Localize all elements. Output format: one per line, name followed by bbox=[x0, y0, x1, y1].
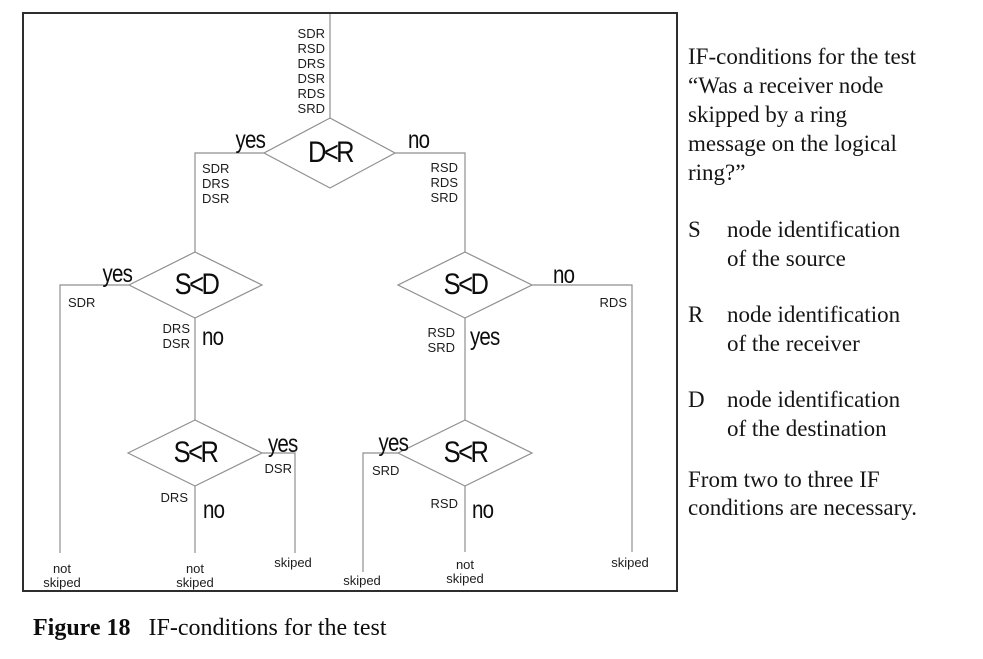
branch-right-sr-no-label: no bbox=[472, 496, 494, 524]
left-sr-yes-option: DSR bbox=[264, 461, 292, 476]
figure-caption-text: IF-conditions for the test bbox=[148, 615, 387, 641]
branch-root-yes-label: yes bbox=[235, 126, 266, 154]
figure-border-box bbox=[22, 12, 678, 592]
condition-right-sd: S<D bbox=[443, 268, 489, 301]
right-sd-no-option: RDS bbox=[599, 295, 627, 310]
figure-note: From two to three IF conditions are nece… bbox=[688, 467, 918, 520]
figure-description: IF-conditions for the test “Was a receiv… bbox=[688, 44, 917, 185]
definition-letter-s: S bbox=[688, 217, 701, 242]
left-sd-yes-option: SDR bbox=[68, 295, 96, 310]
branch-left-sr-yes-label: yes bbox=[268, 430, 298, 458]
definition-text-r: node identification of the receiver bbox=[727, 302, 901, 356]
outcome-skiped-3: skiped bbox=[611, 555, 649, 570]
right-sr-no-option: RSD bbox=[430, 496, 458, 511]
condition-root-dr: D<R bbox=[307, 136, 355, 169]
definition-text-s: node identification of the source bbox=[727, 217, 901, 271]
connector-right-sd-no bbox=[532, 284, 633, 552]
branch-left-sr-no-label: no bbox=[203, 496, 225, 524]
left-sr-no-option: DRS bbox=[160, 490, 188, 505]
outcome-skiped-2: skiped bbox=[343, 573, 381, 588]
branch-right-sd-no-label: no bbox=[553, 261, 575, 289]
outcome-not-skiped-2: not skiped bbox=[176, 561, 214, 590]
right-sd-yes-options-list: RSD SRD bbox=[427, 325, 455, 355]
figure-caption: Figure 18 IF-conditions for the test bbox=[33, 615, 387, 642]
condition-left-sr: S<R bbox=[173, 436, 219, 469]
root-no-options-list: RSD RDS SRD bbox=[430, 160, 458, 205]
connector-left-sr-yes bbox=[262, 452, 296, 553]
branch-root-no-label: no bbox=[408, 126, 430, 154]
connector-root-no bbox=[395, 152, 466, 252]
definition-letter-d: D bbox=[688, 387, 705, 412]
definition-text-d: node identification of the destination bbox=[727, 387, 901, 441]
figure-caption-label: Figure 18 bbox=[33, 615, 131, 641]
outcome-not-skiped-3: not skiped bbox=[446, 557, 484, 586]
condition-left-sd: S<D bbox=[174, 268, 220, 301]
root-yes-options-list: SDR DRS DSR bbox=[202, 161, 230, 206]
connector-right-sr-yes bbox=[362, 452, 398, 572]
connector-root-yes bbox=[194, 152, 264, 252]
left-sd-no-options-list: DRS DSR bbox=[162, 321, 190, 351]
diamond-root-dr bbox=[262, 117, 397, 189]
connector-left-sd-yes bbox=[59, 284, 129, 553]
entry-options-list: SDR RSD DRS DSR RDS SRD bbox=[297, 26, 325, 116]
outcome-not-skiped-1: not skiped bbox=[43, 561, 81, 590]
branch-left-sd-yes-label: yes bbox=[102, 260, 133, 288]
definition-letter-r: R bbox=[688, 302, 704, 327]
outcome-skiped-1: skiped bbox=[274, 555, 312, 570]
branch-right-sd-yes-label: yes bbox=[470, 323, 500, 351]
branch-right-sr-yes-label: yes bbox=[378, 429, 409, 457]
condition-right-sr: S<R bbox=[443, 436, 489, 469]
right-sr-yes-option: SRD bbox=[372, 463, 400, 478]
branch-left-sd-no-label: no bbox=[202, 323, 224, 351]
